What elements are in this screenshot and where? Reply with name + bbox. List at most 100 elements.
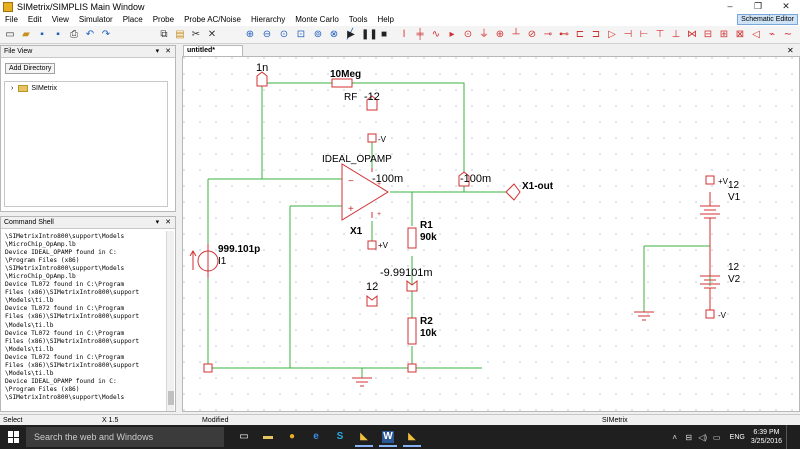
nmos-icon[interactable]: ⊏ bbox=[575, 29, 585, 40]
add-directory-button[interactable]: Add Directory bbox=[5, 63, 56, 74]
voltage-source-icon[interactable]: ⊕ bbox=[495, 29, 505, 40]
menu-monte-carlo[interactable]: Monte Carlo bbox=[295, 15, 339, 24]
current-source-icon[interactable]: ⊙ bbox=[463, 29, 473, 40]
tool-icon-2[interactable]: ⊤ bbox=[655, 29, 665, 40]
current-source-i1[interactable] bbox=[189, 244, 219, 278]
file-explorer-button[interactable]: ▬ bbox=[256, 427, 280, 447]
close-button[interactable]: ✕ bbox=[782, 1, 790, 11]
simetrix-button[interactable]: ◣ bbox=[400, 427, 424, 447]
probe-icon[interactable]: ⊘ bbox=[527, 29, 537, 40]
chevron-right-icon[interactable]: › bbox=[11, 85, 14, 92]
zoom-in-icon[interactable]: ⊕ bbox=[245, 29, 255, 40]
close-document-icon[interactable]: ✕ bbox=[787, 46, 794, 55]
ground-symbol-2[interactable] bbox=[634, 311, 654, 321]
zoom-out-icon[interactable]: ⊖ bbox=[262, 29, 272, 40]
print-icon[interactable]: ⎙ bbox=[70, 29, 78, 40]
tool-icon-1[interactable]: ⊢ bbox=[639, 29, 649, 40]
schematic-editor-tab[interactable]: Schematic Editor bbox=[737, 14, 798, 25]
command-shell-output[interactable]: \SIMetrixIntro800\support\Models\MicroCh… bbox=[5, 233, 163, 401]
resistor-rf[interactable] bbox=[331, 78, 353, 88]
ground-icon[interactable]: ⏚ bbox=[479, 29, 489, 40]
switch-icon[interactable]: ⊣ bbox=[623, 29, 633, 40]
pmos-icon[interactable]: ⊐ bbox=[591, 29, 601, 40]
pnp-icon[interactable]: ⊷ bbox=[559, 29, 569, 40]
resistor-r2[interactable] bbox=[407, 317, 417, 345]
tree-item-simetrix[interactable]: › SIMetrix bbox=[11, 85, 57, 92]
taskbar-search[interactable]: Search the web and Windows bbox=[26, 427, 224, 447]
tool-icon-4[interactable]: ⋈ bbox=[687, 29, 697, 40]
wire-icon[interactable]: ╱ bbox=[346, 29, 354, 40]
maximize-button[interactable]: ❐ bbox=[753, 1, 763, 11]
edge-button[interactable]: e bbox=[304, 427, 328, 447]
save-all-icon[interactable]: ▪ bbox=[56, 29, 60, 40]
save-icon[interactable]: ▪ bbox=[40, 29, 44, 40]
tool-icon-6[interactable]: ⊞ bbox=[719, 29, 729, 40]
chrome-button[interactable]: ● bbox=[280, 427, 304, 447]
clock[interactable]: 6:39 PM 3/25/2016 bbox=[751, 428, 782, 446]
cut-icon[interactable]: ✂ bbox=[191, 29, 201, 40]
x1-out-flag[interactable] bbox=[505, 183, 521, 201]
schematic-drawing[interactable]: − + + + bbox=[182, 56, 800, 412]
menu-place[interactable]: Place bbox=[122, 15, 143, 24]
command-shell-controls[interactable]: ▾ ✕ bbox=[155, 219, 173, 226]
redo-icon[interactable]: ↷ bbox=[101, 29, 111, 40]
menu-file[interactable]: File bbox=[5, 15, 18, 24]
tool-icon-8[interactable]: ◁ bbox=[752, 29, 760, 40]
zoom-box-icon[interactable]: ⊡ bbox=[296, 29, 306, 40]
tool-icon-9[interactable]: ⌁ bbox=[768, 29, 776, 40]
volume-icon[interactable]: ◁) bbox=[698, 432, 708, 442]
opamp-x1[interactable] bbox=[341, 163, 389, 221]
file-view-controls[interactable]: ▾ ✕ bbox=[155, 48, 173, 55]
diode-icon[interactable]: ▸ bbox=[449, 29, 455, 40]
capacitor-icon[interactable]: ╪ bbox=[416, 29, 424, 40]
tool-icon-10[interactable]: ∼ bbox=[783, 29, 793, 40]
minimize-button[interactable]: – bbox=[727, 1, 733, 11]
network-icon[interactable]: ⊟ bbox=[685, 432, 693, 442]
copy-icon[interactable]: ⧉ bbox=[160, 29, 168, 40]
tab-untitled[interactable]: untitled* bbox=[183, 45, 243, 56]
resistor-r1[interactable] bbox=[407, 227, 417, 249]
zoom-fit-icon[interactable]: ⊙ bbox=[279, 29, 289, 40]
menu-edit[interactable]: Edit bbox=[27, 15, 42, 24]
menu-probe[interactable]: Probe bbox=[152, 15, 175, 24]
pause-icon[interactable]: ❚❚ bbox=[361, 29, 378, 40]
menu-tools[interactable]: Tools bbox=[348, 15, 368, 24]
menu-help[interactable]: Help bbox=[377, 15, 394, 24]
scrollbar-thumb[interactable] bbox=[168, 391, 174, 405]
skype-button[interactable]: S bbox=[328, 427, 352, 447]
new-icon[interactable]: ▭ bbox=[5, 29, 15, 40]
zoom-previous-icon[interactable]: ⊗ bbox=[329, 29, 339, 40]
menu-probe-ac-noise[interactable]: Probe AC/Noise bbox=[184, 15, 241, 24]
opamp-icon[interactable]: ▷ bbox=[608, 29, 616, 40]
undo-icon[interactable]: ↶ bbox=[85, 29, 95, 40]
show-desktop-button[interactable] bbox=[786, 425, 800, 449]
npn-icon[interactable]: ⊸ bbox=[543, 29, 553, 40]
voltage-source-v1[interactable] bbox=[700, 192, 720, 246]
word-button[interactable]: W bbox=[376, 427, 400, 447]
language-indicator[interactable]: ENG bbox=[729, 433, 745, 441]
ground-symbol[interactable] bbox=[352, 377, 372, 387]
voltage-source-v2[interactable] bbox=[700, 246, 720, 312]
file-tree[interactable]: › SIMetrix bbox=[4, 81, 168, 207]
menu-view[interactable]: View bbox=[51, 15, 69, 24]
stop-icon[interactable]: ■ bbox=[380, 29, 388, 40]
message-icon[interactable]: ▭ bbox=[712, 432, 721, 442]
menu-simulator[interactable]: Simulator bbox=[78, 15, 113, 24]
zoom-full-icon[interactable]: ⊚ bbox=[313, 29, 323, 40]
ground-alt-icon[interactable]: ┴ bbox=[512, 29, 520, 40]
open-icon[interactable]: ▰ bbox=[22, 29, 30, 40]
run-icon[interactable]: ▶ bbox=[347, 29, 355, 40]
tool-icon-5[interactable]: ⊟ bbox=[703, 29, 713, 40]
delete-icon[interactable]: ✕ bbox=[207, 29, 217, 40]
app-button[interactable]: ◣ bbox=[352, 427, 376, 447]
menu-hierarchy[interactable]: Hierarchy bbox=[250, 15, 286, 24]
command-shell-scrollbar[interactable] bbox=[166, 231, 174, 411]
windows-start-icon[interactable] bbox=[8, 431, 20, 443]
tool-icon-7[interactable]: ⊠ bbox=[735, 29, 745, 40]
task-view-button[interactable]: ▭ bbox=[232, 427, 256, 447]
paste-icon[interactable]: ▤ bbox=[175, 29, 185, 40]
tray-up-icon[interactable]: ˄ bbox=[672, 432, 677, 442]
inductor-icon[interactable]: ∿ bbox=[431, 29, 441, 40]
tool-icon-3[interactable]: ⊥ bbox=[671, 29, 681, 40]
resistor-icon[interactable]: ǀ bbox=[402, 29, 406, 40]
